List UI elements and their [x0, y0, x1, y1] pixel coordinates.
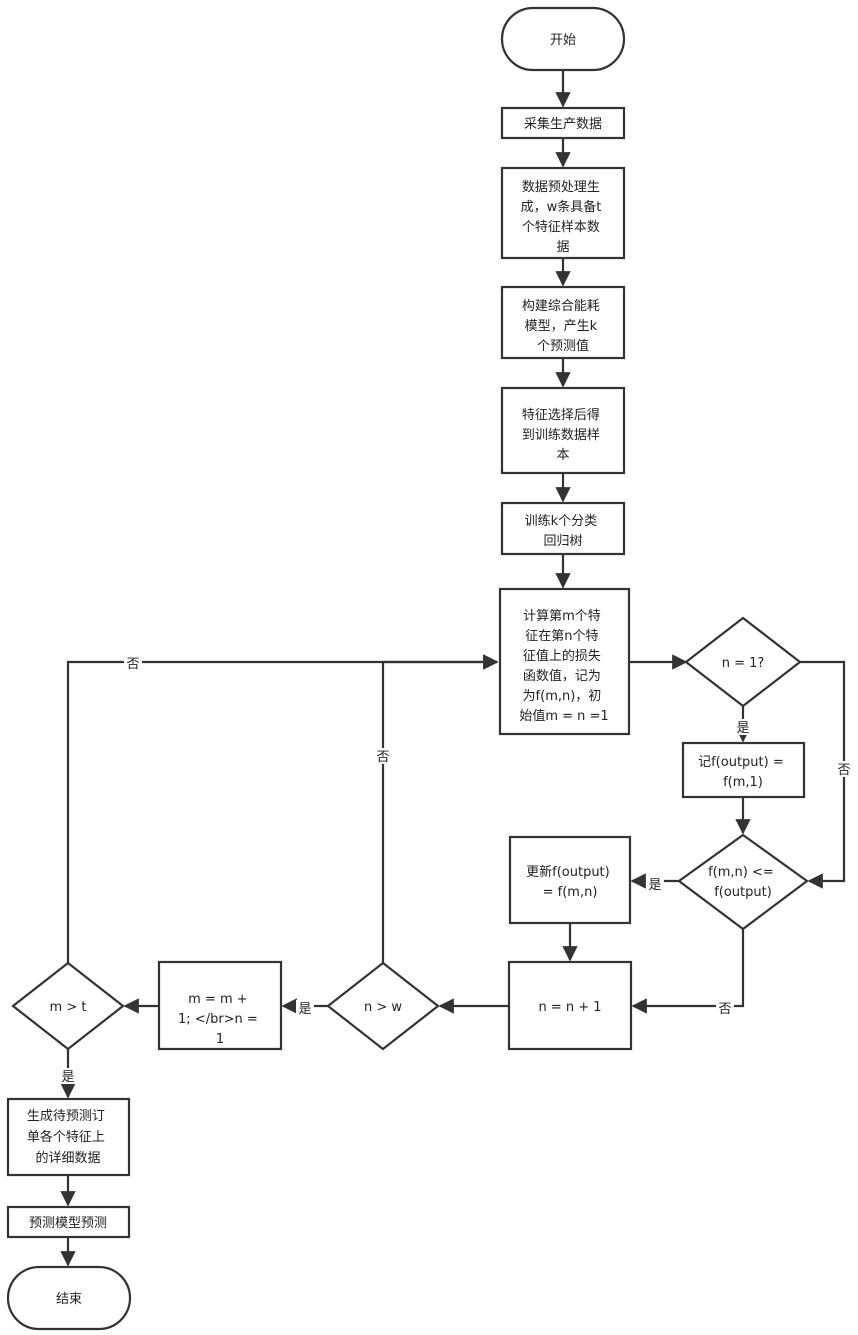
label-no-nw: 否: [374, 748, 392, 765]
edge-label-yes: 是: [61, 1070, 74, 1085]
decision-compare: f(m,n) <= f(output): [679, 835, 807, 929]
collect-label: 采集生产数据: [524, 116, 602, 132]
end-label: 结束: [56, 1292, 82, 1307]
decision-mt-label: m > t: [50, 1000, 87, 1015]
edge-label-no: 否: [126, 657, 139, 672]
start-label: 开始: [550, 33, 576, 48]
decision-n1-label: n = 1?: [722, 656, 765, 671]
edge-label-no: 否: [376, 750, 389, 765]
predict-label: 预测模型预测: [29, 1216, 107, 1231]
decision-m-gt-t: m > t: [13, 963, 123, 1049]
edge-label-yes: 是: [736, 721, 749, 736]
train-step: 训练k个分类 回归树: [502, 503, 624, 554]
increment-n-label: n = n + 1: [538, 1000, 601, 1015]
build-model-step: 构建综合能耗 模型，产生k 个预测值: [502, 287, 624, 358]
label-yes-nw: 是: [296, 1000, 314, 1017]
decision-n-equals-1: n = 1?: [686, 618, 800, 706]
edge-label-yes: 是: [298, 1002, 311, 1017]
feature-select-step: 特征选择后得 到训练数据样 本: [502, 388, 624, 473]
generate-order-data-label: 生成待预测订 单各个特征上 的详细数据: [27, 1109, 109, 1166]
generate-order-data-step: 生成待预测订 单各个特征上 的详细数据: [8, 1099, 129, 1175]
increment-n-step: n = n + 1: [509, 962, 631, 1049]
predict-step: 预测模型预测: [8, 1207, 129, 1237]
edge-decnw-compute-no: [383, 662, 497, 963]
label-yes-mt: 是: [59, 1068, 77, 1085]
edge-label-no: 否: [718, 1002, 731, 1017]
edge-cmp-incn-no: [633, 929, 743, 1006]
label-no-cmp: 否: [716, 1000, 734, 1017]
decision-nw-label: n > w: [364, 1000, 402, 1015]
end-terminal: 结束: [8, 1267, 130, 1329]
decision-n-gt-w: n > w: [328, 963, 438, 1049]
preprocess-step: 数据预处理生 成，w条具备t 个特征样本数 据: [502, 168, 624, 258]
increment-m-step: m = m + 1; </br>n = 1: [159, 962, 281, 1049]
edge-label-yes: 是: [648, 878, 661, 893]
label-yes-n1: 是: [734, 719, 752, 736]
edge-label-no: 否: [837, 763, 850, 778]
record-output-step: 记f(output) = f(m,1): [683, 743, 804, 797]
edge-decmt-compute-no: [68, 662, 497, 963]
update-output-step: 更新f(output) = f(m,n): [510, 837, 630, 923]
collect-data-step: 采集生产数据: [502, 108, 624, 138]
compute-loss-step: 计算第m个特 征在第n个特 征值上的损失 函数值，记为 为f(m,n)，初 始值…: [500, 589, 629, 734]
label-yes-cmp: 是: [646, 876, 664, 893]
label-no-n1: 否: [835, 761, 853, 778]
label-no-mt: 否: [124, 655, 142, 672]
start-terminal: 开始: [502, 8, 624, 70]
